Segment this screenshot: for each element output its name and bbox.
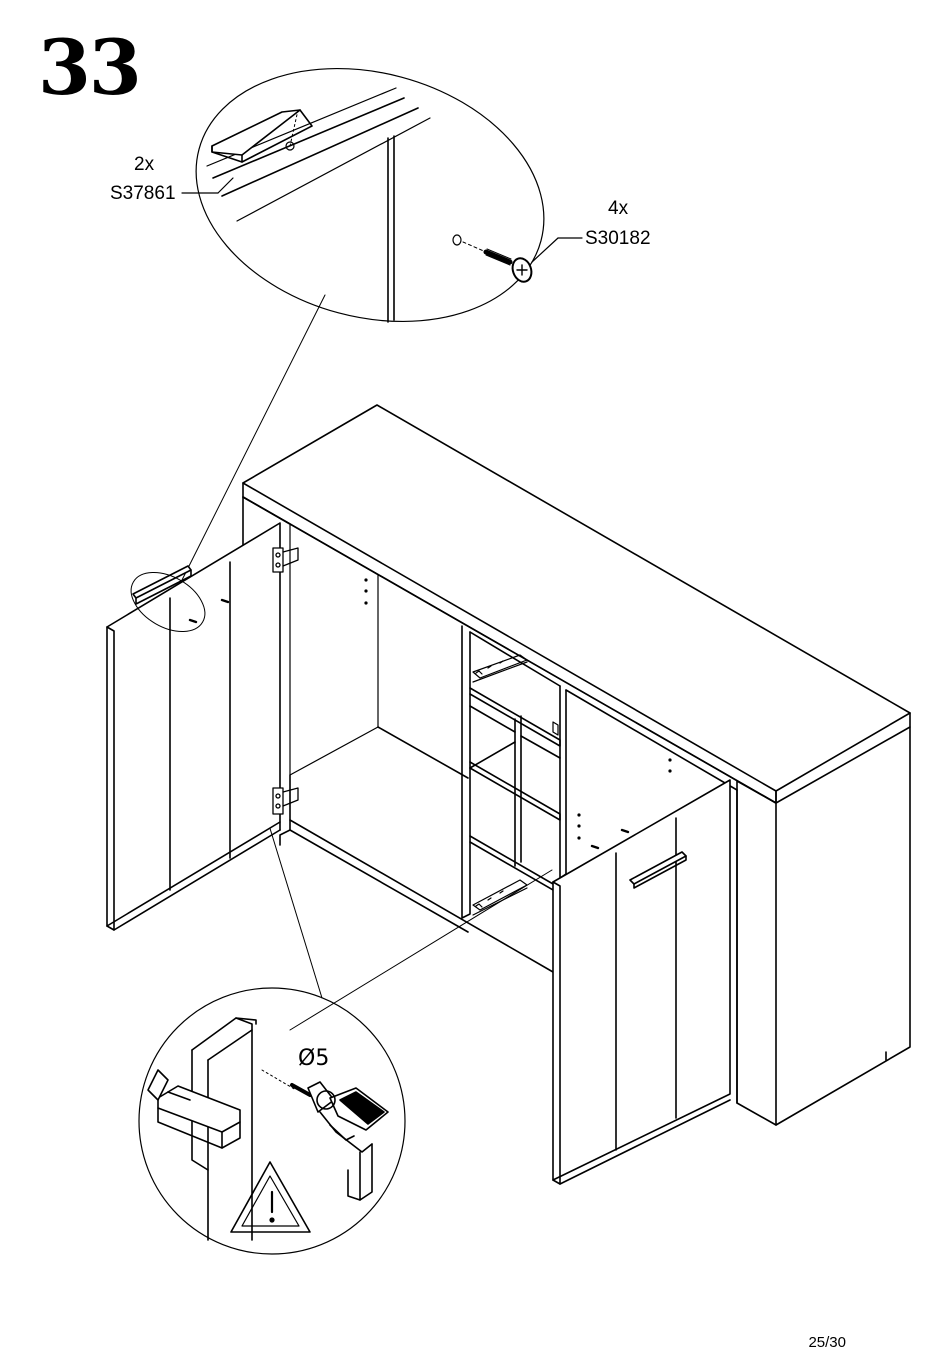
handle-icon xyxy=(212,110,312,162)
left-door xyxy=(107,523,298,930)
right-door xyxy=(553,780,730,1184)
cabinet xyxy=(107,405,910,1184)
page-number: 25/30 xyxy=(808,1334,846,1351)
label-leaders xyxy=(182,178,582,262)
detail-circle-bottom xyxy=(139,988,405,1254)
detail-ellipse-top xyxy=(167,31,572,358)
clamp-icon xyxy=(148,1070,240,1148)
warning-icon xyxy=(231,1162,310,1232)
screw-icon xyxy=(453,235,535,284)
drill-diameter: Ø5 xyxy=(298,1048,329,1070)
